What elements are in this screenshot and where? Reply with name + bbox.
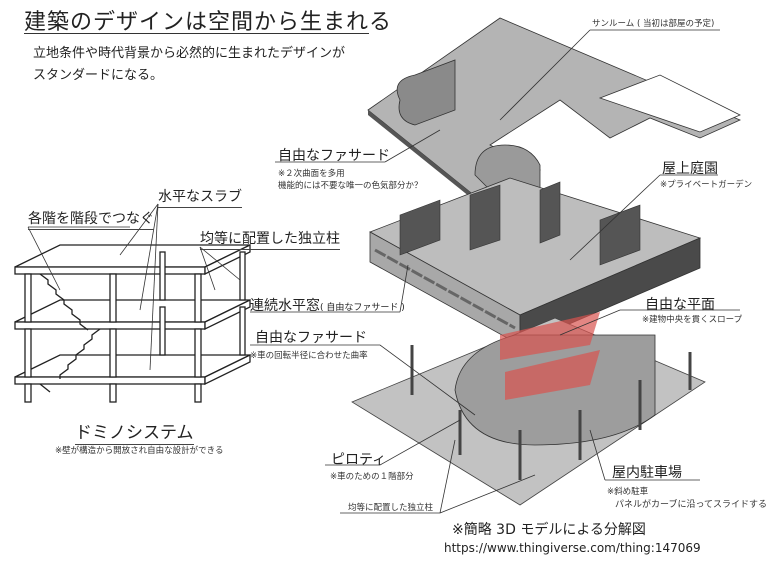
- sunroom-curved-wall: [396, 59, 456, 126]
- domino-stairs: [39, 273, 101, 393]
- facade-1-note-1: ※２次曲面を多用: [278, 169, 345, 179]
- garage-note-2: パネルがカーブに沿ってスライドする: [615, 500, 768, 510]
- pilotis-note: ※車のための１階部分: [330, 472, 414, 482]
- ramp: [505, 350, 600, 400]
- label-roof-garden: 屋上庭園: [662, 161, 718, 177]
- label-facade-1: 自由なファサード: [278, 148, 390, 164]
- free-plan-note: ※建物中央を貫くスロープ: [642, 315, 743, 325]
- label-stairs: 各階を階段でつなぐ: [28, 208, 154, 230]
- subtitle-line-1: 立地条件や時代背景から必然的に生まれたデザインが: [33, 46, 346, 61]
- title-underline: [24, 33, 369, 34]
- window-label-sub: ( 自由なファサード ): [320, 303, 405, 313]
- facade-2-note: ※車の回転半径に合わせた曲率: [250, 351, 368, 361]
- main-floor-layer: [369, 177, 702, 346]
- label-sunroom: サンルーム ( 当初は部屋の予定): [592, 19, 715, 29]
- roof-garden-note: ※プライベートガーデン: [660, 180, 753, 190]
- label-window: 連続水平窓( 自由なファサード ): [250, 295, 405, 315]
- label-free-plan: 自由な平面: [645, 297, 715, 313]
- footer-url[interactable]: https://www.thingiverse.com/thing:147069: [444, 541, 701, 555]
- footer-caption: ※簡略 3D モデルによる分解図: [452, 522, 646, 538]
- model-leaders: [250, 29, 740, 514]
- label-pilotis: ピロティ: [331, 452, 387, 468]
- ground-layer: [351, 312, 706, 506]
- label-garage: 屋内駐車場: [612, 465, 682, 481]
- domino-leaders: [27, 203, 241, 371]
- window-label-text: 連続水平窓: [250, 298, 320, 314]
- page-title: 建築のデザインは空間から生まれる: [24, 10, 393, 35]
- pilotis-columns: [410, 345, 692, 480]
- domino-note: ※壁が構造から開放され自由な設計ができる: [55, 446, 224, 456]
- label-slab: 水平なスラブ: [158, 186, 242, 208]
- label-ground-columns: 均等に配置した独立柱: [348, 503, 434, 513]
- subtitle-line-2: スタンダードになる。: [33, 68, 164, 83]
- domino-columns: [24, 251, 246, 403]
- domino-slabs: [14, 243, 251, 386]
- domino-title: ドミノシステム: [75, 418, 194, 445]
- garage-note-1: ※斜め駐車: [607, 487, 649, 497]
- label-facade-2: 自由なファサード: [255, 330, 367, 346]
- ramp: [500, 312, 600, 360]
- domino-frame: [14, 243, 251, 403]
- label-columns: 均等に配置した独立柱: [200, 228, 340, 250]
- facade-1-note-2: 機能的には不要な唯一の色気部分か？: [278, 181, 423, 191]
